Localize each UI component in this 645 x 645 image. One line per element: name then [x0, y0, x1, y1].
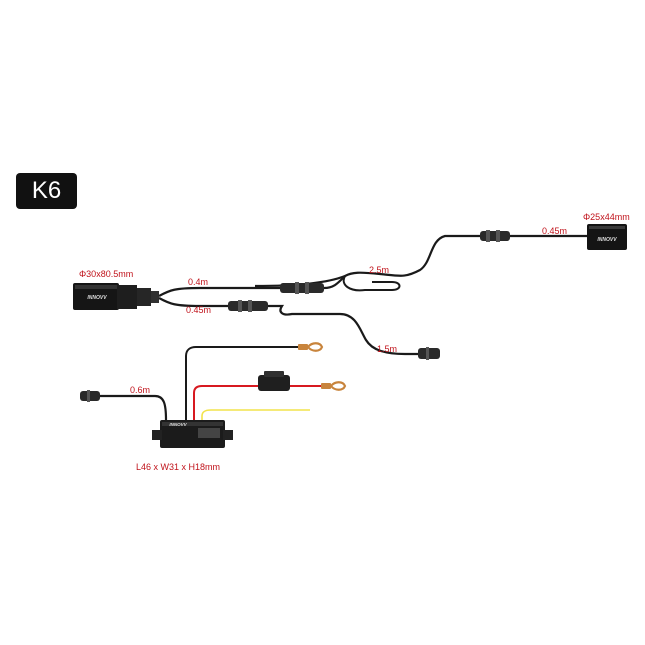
front-camera: INNOVV	[73, 283, 159, 310]
front-connector-a	[280, 282, 324, 294]
power-box-logo: INNOVV	[169, 422, 187, 427]
front-camera-dimension: Φ30x80.5mm	[79, 269, 134, 279]
model-badge-text: K6	[31, 177, 62, 204]
cable-front-a	[158, 286, 280, 297]
cable-rear-main	[254, 234, 480, 288]
rear-camera: INNOVV	[587, 224, 627, 250]
rear-camera-logo: INNOVV	[597, 237, 617, 243]
cable-label-rear-end: 0.45m	[542, 226, 568, 236]
cable-front-a-tail	[323, 275, 346, 290]
terminal-power	[321, 381, 347, 391]
wire-black	[185, 346, 300, 420]
cable-rear-loop	[342, 275, 401, 292]
wire-red	[193, 385, 262, 420]
fuse-holder	[258, 371, 290, 391]
cable-label-front-b: 0.45m	[186, 305, 212, 315]
terminal-ground	[298, 342, 324, 352]
cable-branch	[268, 304, 420, 356]
power-box: INNOVV	[152, 420, 233, 448]
front-camera-logo: INNOVV	[87, 295, 107, 301]
front-connector-b	[228, 300, 268, 312]
rear-connector	[480, 230, 510, 242]
cable-label-front-a: 0.4m	[188, 277, 209, 287]
rear-camera-dimension: Φ25x44mm	[583, 212, 630, 222]
cable-label-branch: 1.5m	[377, 344, 398, 354]
cable-front-b	[158, 297, 228, 308]
wire-yellow	[201, 409, 310, 420]
cable-label-power-in: 0.6m	[130, 385, 151, 395]
cable-label-rear-main: 2.5m	[369, 265, 390, 275]
power-box-dimension: L46 x W31 x H18mm	[136, 462, 221, 472]
power-in-connector	[80, 390, 100, 402]
model-badge: K6	[16, 173, 77, 209]
branch-connector	[418, 347, 440, 360]
cable-power-in	[98, 394, 168, 421]
